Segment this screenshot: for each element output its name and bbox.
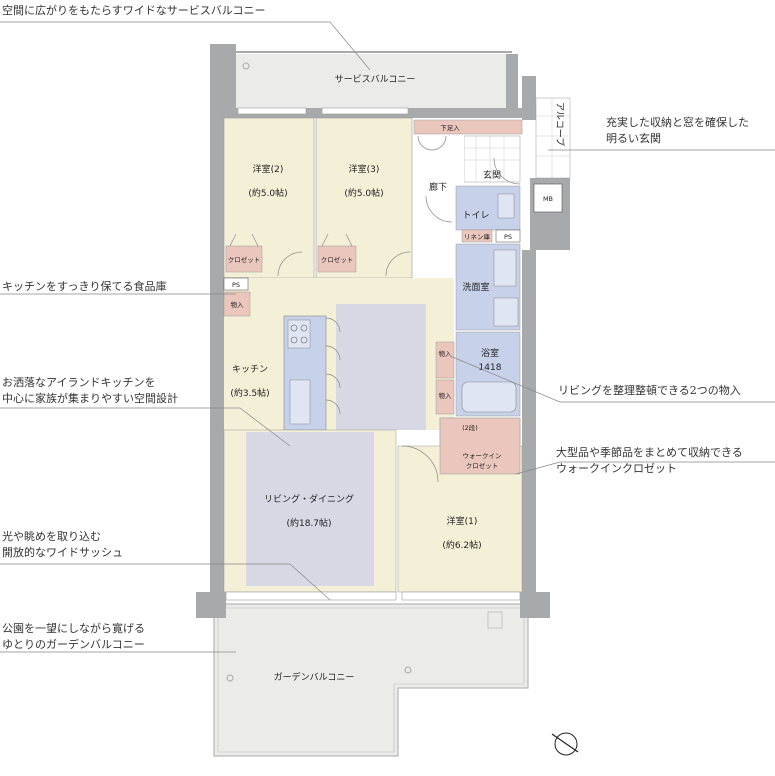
kitchen-name: キッチン bbox=[232, 364, 268, 375]
storage-b bbox=[435, 379, 455, 415]
wic-note-1: 大型品や季節品をまとめて収納できる bbox=[556, 445, 743, 459]
linen-storage bbox=[461, 229, 493, 243]
wic-shelf-overlay: (2段) bbox=[462, 423, 478, 432]
bedroom-3-size: (約5.0帖) bbox=[344, 187, 383, 199]
bedroom-1-size: (約6.2帖) bbox=[442, 539, 481, 551]
bathroom-size: 1418 bbox=[479, 363, 502, 373]
walk-in-closet-overlay bbox=[439, 417, 521, 475]
storage-a bbox=[435, 341, 455, 379]
ps-wet-label: PS bbox=[504, 233, 512, 241]
pantry-overlay bbox=[223, 291, 251, 317]
bedroom-1-name: 洋室(1) bbox=[447, 515, 478, 527]
living-rug bbox=[246, 432, 374, 586]
alcove-label: アルコーブ bbox=[554, 102, 566, 146]
wic-name-overlay-2: クロゼット bbox=[466, 461, 499, 470]
closet-bedroom-2-label: クロゼット bbox=[228, 255, 261, 264]
living-size: (約18.7帖) bbox=[286, 517, 331, 529]
storage-a-label: 物入 bbox=[439, 349, 453, 358]
alcove-floor bbox=[535, 97, 571, 179]
garden-balcony-label: ガーデンバルコニー bbox=[274, 671, 355, 683]
shoe-storage bbox=[413, 119, 523, 135]
pantry-note: キッチンをすっきり保てる食品庫 bbox=[2, 279, 167, 293]
storage-b-label: 物入 bbox=[439, 391, 453, 400]
kitchen-size: (約3.5帖) bbox=[230, 387, 269, 399]
linen-storage-label: リネン庫 bbox=[464, 232, 491, 241]
entrance-note-2: 明るい玄関 bbox=[606, 131, 661, 145]
north-arrow-icon bbox=[551, 732, 579, 756]
kitchen-note-2: 中心に家族が集まりやすい空間設計 bbox=[2, 391, 178, 405]
corridor-label: 廊下 bbox=[429, 181, 447, 193]
closet-bedroom-3 bbox=[317, 245, 357, 273]
closet-bedroom-3-label: クロゼット bbox=[321, 255, 354, 264]
garden-note-1: 公園を一望にしながら寛げる bbox=[2, 621, 145, 635]
dining-rug bbox=[336, 304, 426, 430]
service-balcony-note: 空間に広がりをもたらすワイドなサービスバルコニー bbox=[2, 3, 266, 17]
bedroom-3-name: 洋室(3) bbox=[349, 163, 380, 175]
garden-note-2: ゆとりのガーデンバルコニー bbox=[2, 637, 145, 651]
sash-note-1: 光や眺めを取り込む bbox=[2, 529, 101, 543]
storage-note: リビングを整理整頓できる2つの物入 bbox=[558, 383, 741, 397]
bedroom-2-size: (約5.0帖) bbox=[248, 187, 287, 199]
pantry-overlay-label: 物入 bbox=[231, 300, 245, 309]
shoe-storage-label: 下足入 bbox=[440, 124, 460, 132]
garden-wall-left bbox=[196, 592, 226, 618]
service-balcony-wall-left bbox=[210, 44, 236, 114]
washroom-label: 洗面室 bbox=[462, 281, 489, 293]
wic-name-overlay-1: ウォークイン bbox=[463, 452, 502, 460]
meter-box bbox=[533, 183, 563, 213]
kitchen-note-1: お洒落なアイランドキッチンを bbox=[2, 376, 155, 389]
outer-wall-right bbox=[522, 250, 536, 598]
ps-kitchen-overlay-label: PS bbox=[232, 281, 240, 289]
bathtub bbox=[461, 381, 517, 413]
entrance-floor bbox=[463, 135, 521, 183]
service-balcony-label: サービスバルコニー bbox=[335, 74, 416, 85]
living-name: リビング・ダイニング bbox=[264, 493, 354, 505]
service-balcony-wall-right bbox=[506, 54, 518, 116]
wic-note-2: ウォークインクロゼット bbox=[556, 462, 677, 475]
sash-note-2: 開放的なワイドサッシュ bbox=[2, 545, 123, 559]
garden-balcony-floor bbox=[213, 603, 529, 757]
corridor-floor bbox=[414, 136, 464, 276]
garden-wall-right bbox=[520, 592, 550, 618]
ps-wet bbox=[495, 229, 521, 243]
service-balcony-floor bbox=[236, 54, 512, 108]
meter-box-label: MB bbox=[543, 195, 553, 203]
bathroom-name: 浴室 bbox=[481, 347, 499, 359]
outer-wall-left bbox=[210, 108, 224, 598]
ps-kitchen-overlay bbox=[223, 277, 249, 291]
alcove-wall-a bbox=[522, 76, 536, 120]
toilet-label: トイレ bbox=[462, 211, 489, 221]
entrance-label: 玄関 bbox=[483, 169, 501, 181]
closet-bedroom-2 bbox=[225, 245, 263, 273]
bedroom-2-name: 洋室(2) bbox=[253, 163, 284, 175]
entrance-note-1: 充実した収納と窓を確保した bbox=[606, 115, 749, 129]
